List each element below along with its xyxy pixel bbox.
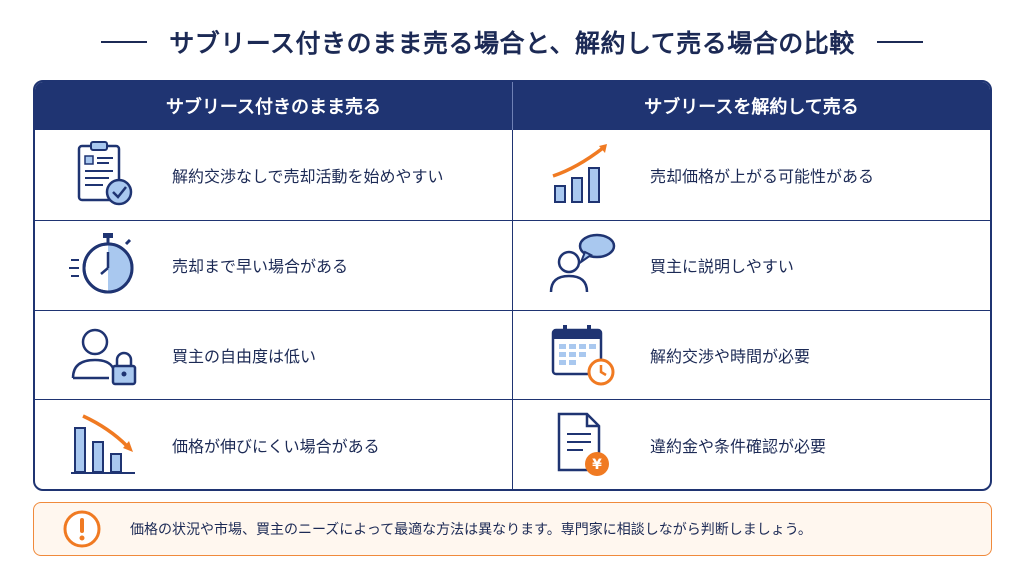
cell-text: 解約交渉なしで売却活動を始めやすい: [172, 166, 444, 186]
calendar-clock-icon: [513, 320, 650, 390]
bar-chart-up-icon: [513, 140, 650, 210]
table-cell-right: ¥ 違約金や条件確認が必要: [512, 400, 990, 489]
table-row: 解約交渉なしで売却活動を始めやすい 売却価格が上がる可能性がある: [35, 130, 990, 220]
table-row: 買主の自由度は低い: [35, 309, 990, 400]
clipboard-check-icon: [35, 140, 172, 210]
cell-text: 売却まで早い場合がある: [172, 257, 349, 277]
table-header: サブリース付きのまま売る サブリースを解約して売る: [35, 82, 990, 130]
title-row: サブリース付きのまま売る場合と、解約して売る場合の比較: [0, 20, 1024, 64]
table-cell-left: 解約交渉なしで売却活動を始めやすい: [35, 130, 512, 220]
table-row: 売却まで早い場合がある 買主に説明しやすい: [35, 219, 990, 310]
cell-text: 違約金や条件確認が必要: [650, 436, 827, 456]
cell-text: 売却価格が上がる可能性がある: [650, 166, 875, 186]
title-line-left: [101, 41, 148, 43]
table-body: 解約交渉なしで売却活動を始めやすい 売却価格が上がる可能性がある: [35, 130, 990, 489]
cell-text: 価格が伸びにくい場合がある: [172, 436, 380, 456]
bar-chart-down-icon: [35, 410, 172, 480]
column-header-cancel-sublease: サブリースを解約して売る: [512, 82, 990, 130]
cell-text: 買主の自由度は低い: [172, 346, 317, 366]
svg-text:¥: ¥: [592, 457, 602, 473]
cell-text: 解約交渉や時間が必要: [650, 346, 811, 366]
note-box: 価格の状況や市場、買主のニーズによって最適な方法は異なります。専門家に相談しなが…: [33, 502, 992, 556]
person-speech-icon: [513, 230, 650, 300]
note-text: 価格の状況や市場、買主のニーズによって最適な方法は異なります。専門家に相談しなが…: [130, 522, 812, 538]
person-lock-icon: [35, 320, 172, 390]
page-title: サブリース付きのまま売る場合と、解約して売る場合の比較: [169, 29, 855, 58]
title-line-right: [876, 41, 923, 43]
table-cell-left: 売却まで早い場合がある: [35, 221, 512, 310]
column-header-keep-sublease: サブリース付きのまま売る: [165, 97, 382, 118]
table-cell-left: 買主の自由度は低い: [35, 311, 512, 400]
comparison-table: サブリース付きのまま売る サブリースを解約して売る: [33, 80, 992, 491]
table-cell-right: 解約交渉や時間が必要: [512, 310, 990, 400]
table-cell-right: 売却価格が上がる可能性がある: [512, 130, 990, 220]
document-yen-icon: ¥: [513, 410, 650, 480]
stopwatch-icon: [35, 230, 172, 300]
exclamation-icon: [34, 509, 130, 549]
table-row: 価格が伸びにくい場合がある ¥ 違約金や条件確認が必要: [35, 399, 990, 489]
table-cell-left: 価格が伸びにくい場合がある: [35, 400, 512, 489]
table-cell-right: 買主に説明しやすい: [512, 220, 990, 310]
cell-text: 買主に説明しやすい: [650, 257, 794, 277]
